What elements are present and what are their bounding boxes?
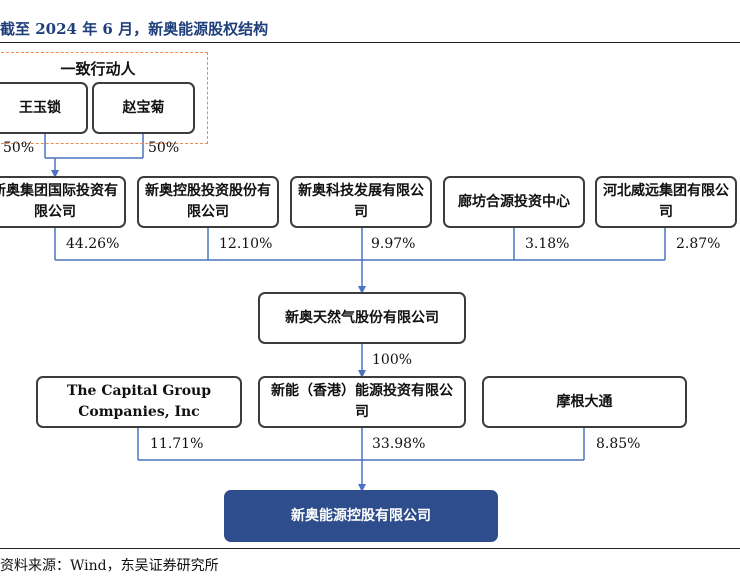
concert-party-label: 一致行动人 <box>60 60 136 78</box>
owner-box-zhao-baoju[interactable]: 赵宝菊 <box>92 82 195 134</box>
owner-share-left: 50% <box>3 140 35 156</box>
shareholder-box-enn-tech[interactable]: 新奥科技发展有限公司 <box>290 176 432 228</box>
shareholder-box-langfang-heyuan[interactable]: 廊坊合源投资中心 <box>443 176 585 228</box>
concert-party-group <box>0 52 208 144</box>
shareholder-share-1: 44.26% <box>66 236 120 252</box>
shareholder-box-hebei-weiyuan[interactable]: 河北威远集团有限公司 <box>595 176 737 228</box>
shareholder-share-4: 3.18% <box>525 236 570 252</box>
shareholder-share-2: 12.10% <box>219 236 273 252</box>
tier3-share-3: 8.85% <box>596 436 641 452</box>
owner-box-wang-yusuo[interactable]: 王玉锁 <box>0 82 88 134</box>
diagram-title: 截至 2024 年 6 月，新奥能源股权结构 <box>0 20 269 38</box>
footer-divider <box>0 548 740 549</box>
shareholder-box-enn-holdings[interactable]: 新奥控股投资股份有限公司 <box>137 176 279 228</box>
middle-company-box[interactable]: 新奥天然气股份有限公司 <box>258 292 466 344</box>
target-company-box[interactable]: 新奥能源控股有限公司 <box>224 490 498 542</box>
tier3-share-1: 11.71% <box>150 436 204 452</box>
tier3-share-2: 33.98% <box>372 436 426 452</box>
middle-share: 100% <box>372 352 413 368</box>
shareholder-share-3: 9.97% <box>371 236 416 252</box>
shareholder-box-enn-group-intl[interactable]: 新奥集团国际投资有限公司 <box>0 176 126 228</box>
owner-share-right: 50% <box>148 140 180 156</box>
source-note: 资料来源：Wind，东吴证券研究所 <box>0 558 219 574</box>
title-divider <box>0 42 740 43</box>
shareholder-box-jpmorgan[interactable]: 摩根大通 <box>482 376 687 428</box>
shareholder-share-5: 2.87% <box>676 236 721 252</box>
shareholder-box-capital-group[interactable]: The Capital Group Companies, Inc <box>36 376 242 428</box>
shareholder-box-xinneng-hk[interactable]: 新能（香港）能源投资有限公司 <box>258 376 466 428</box>
